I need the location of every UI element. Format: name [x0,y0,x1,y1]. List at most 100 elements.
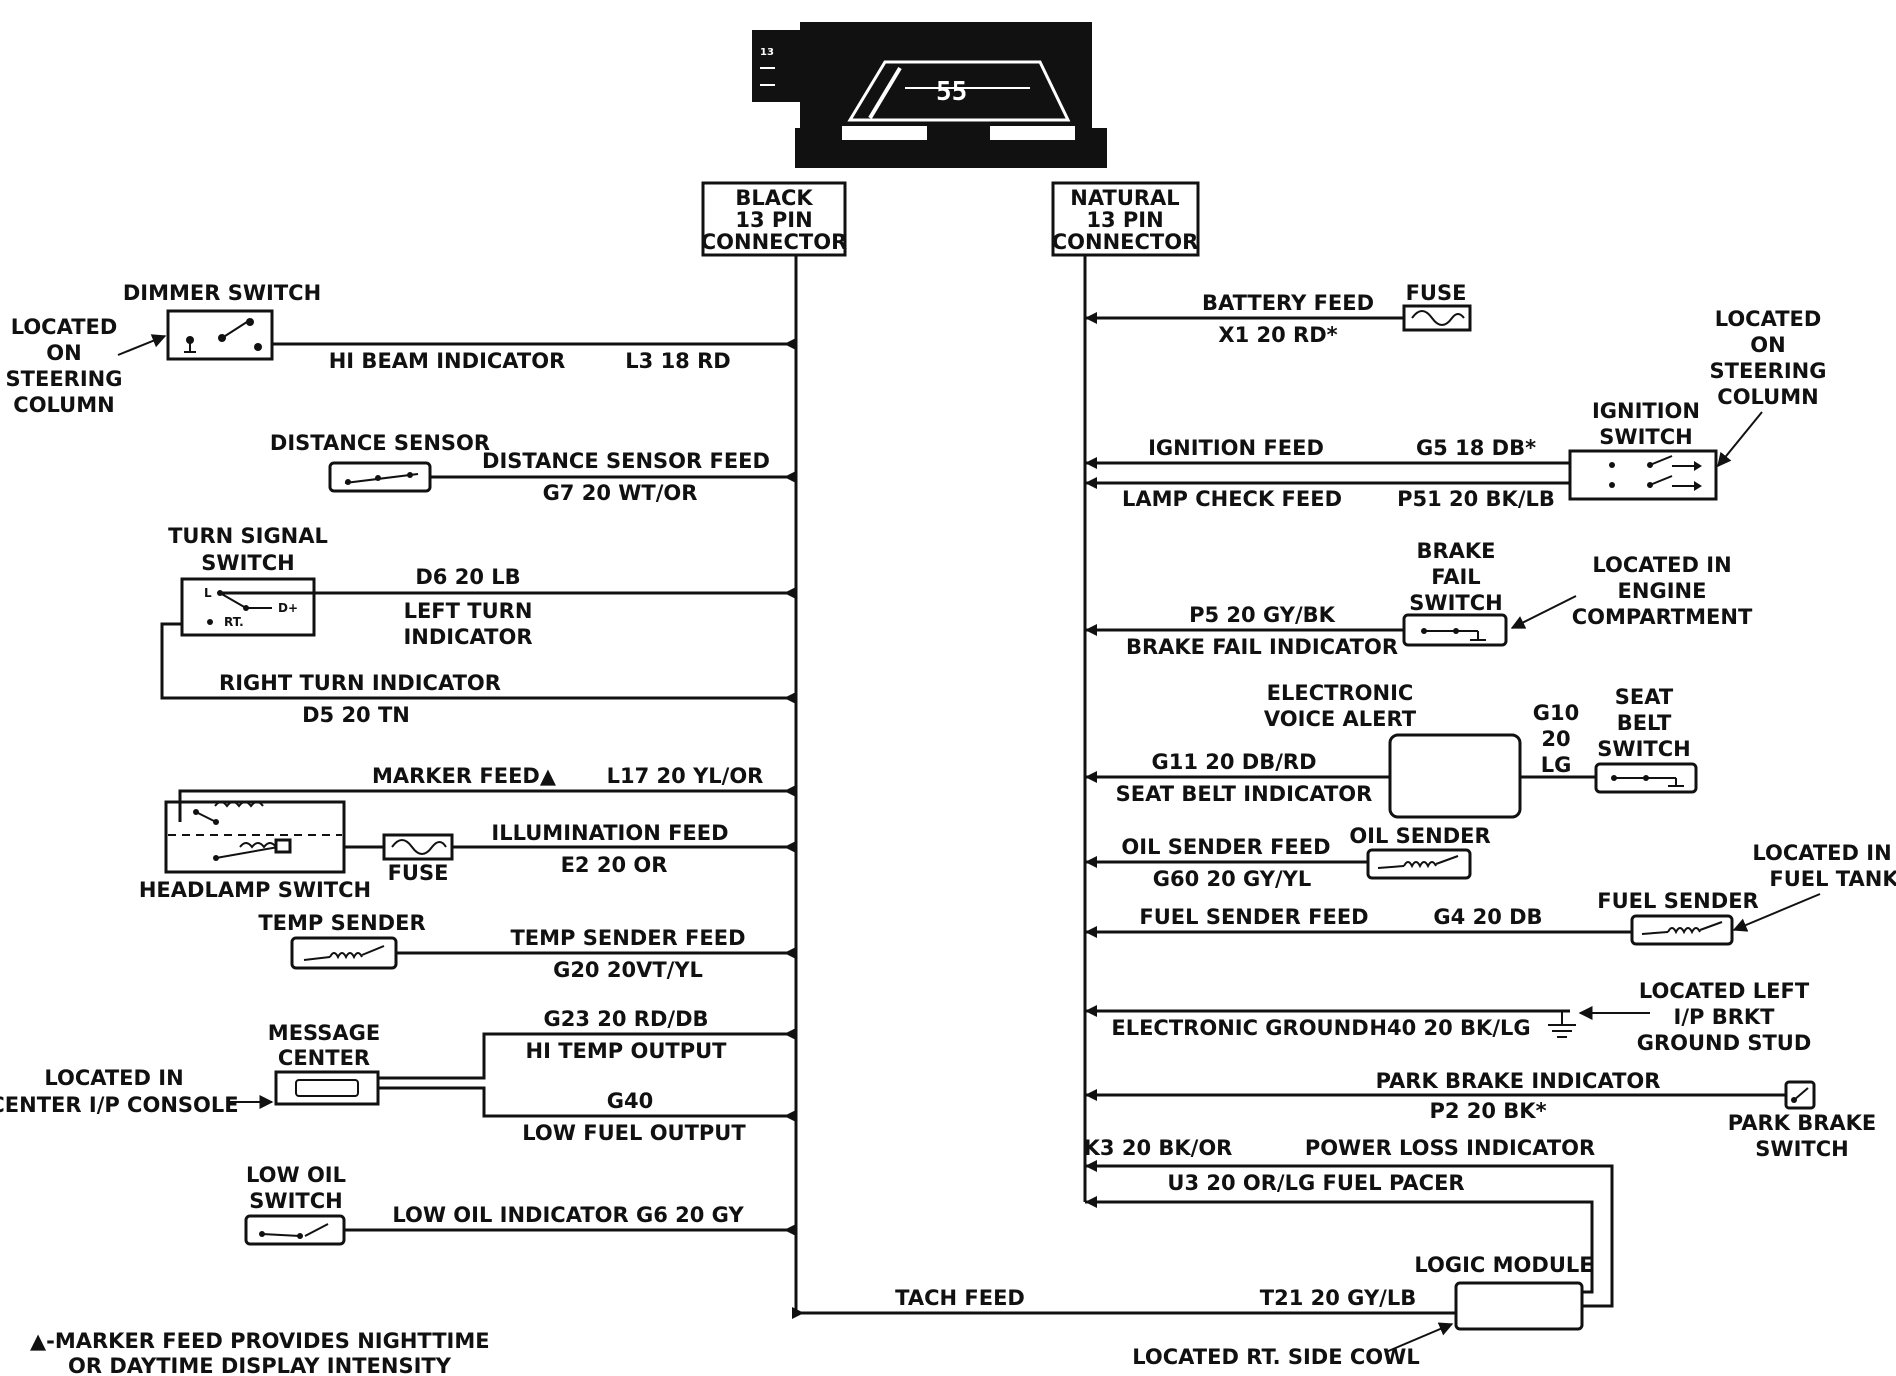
hi-beam-wire-code: L3 18 RD [625,349,730,373]
tach-feed-label: TACH FEED [895,1286,1025,1310]
ignition-feed-wire-code: G5 18 DB* [1416,436,1536,460]
ignition-switch-title-2: SWITCH [1599,425,1692,449]
steering-location-2: ON [1750,333,1785,357]
k3-wire-code: K3 20 BK/OR [1084,1136,1233,1160]
cluster-speed-readout: 55 [936,77,967,107]
logic-module [1454,1281,1584,1331]
ground-wire-code: H40 20 BK/LG [1369,1016,1530,1040]
svg-text:L: L [204,586,212,600]
temp-sender [290,936,398,970]
seat-wire-vert-3: LG [1541,753,1572,777]
power-loss-wire [1085,1164,1614,1308]
svg-text:13 PIN: 13 PIN [735,208,812,232]
message-center-title-1: MESSAGE [268,1021,380,1045]
hi-temp-wire [378,1032,796,1080]
illumination-fuse-label: FUSE [388,861,449,885]
svg-text:NATURAL: NATURAL [1070,186,1179,210]
footnote-line-2: OR DAYTIME DISPLAY INTENSITY [68,1354,452,1376]
right-turn-wire-code: D5 20 TN [302,703,410,727]
temp-sender-title: TEMP SENDER [258,911,425,935]
ground-label: ELECTRONIC GROUND [1111,1016,1368,1040]
lamp-check-label: LAMP CHECK FEED [1122,487,1342,511]
seat-belt-switch-title-3: SWITCH [1597,737,1690,761]
ground-location-3: GROUND STUD [1637,1031,1812,1055]
low-fuel-wire [378,1086,796,1118]
oil-feed-label: OIL SENDER FEED [1121,835,1330,859]
battery-feed-label: BATTERY FEED [1202,291,1374,315]
low-oil-title-1: LOW OIL [246,1163,346,1187]
left-turn-label-1: LEFT TURN [404,599,533,623]
voice-alert-title-2: VOICE ALERT [1264,707,1417,731]
illumination-fuse [382,833,454,861]
fuel-sender-title: FUEL SENDER [1597,889,1758,913]
fuel-feed-wire-code: G4 20 DB [1433,905,1542,929]
fuel-feed-label: FUEL SENDER FEED [1139,905,1368,929]
steering-location-4: COLUMN [1717,385,1818,409]
park-brake-title-2: SWITCH [1755,1137,1848,1161]
svg-text:DIMMER SWITCH: DIMMER SWITCH [123,281,321,305]
logic-module-location: LOCATED RT. SIDE COWL [1132,1345,1419,1369]
oil-sender [1366,848,1472,880]
marker-feed-wire [178,789,796,822]
headlamp-switch [164,800,346,874]
hi-temp-wire-code: G23 20 RD/DB [543,1007,708,1031]
svg-text:BLACK: BLACK [735,186,813,210]
left-turn-label-2: INDICATOR [403,625,532,649]
message-center-title-2: CENTER [278,1046,370,1070]
svg-text:CONNECTOR: CONNECTOR [1052,230,1199,254]
footnote-line-1: ▲-MARKER FEED PROVIDES NIGHTTIME [30,1329,490,1353]
illumination-wire-code: E2 20 OR [561,853,668,877]
low-oil-label: LOW OIL INDICATOR G6 20 GY [392,1203,744,1227]
distance-sensor-title: DISTANCE SENSOR [270,431,490,455]
seat-belt-switch [1594,762,1698,794]
fuel-location-1: LOCATED IN [1752,841,1891,865]
steering-location-1: LOCATED [1715,307,1822,331]
temp-feed-label: TEMP SENDER FEED [510,926,745,950]
dimmer-switch: DIMMER SWITCH [123,281,321,361]
battery-fuse-label: FUSE [1406,281,1467,305]
ignition-switch-title-1: IGNITION [1592,399,1700,423]
engine-location-3: COMPARTMENT [1572,605,1753,629]
distance-sensor [328,461,432,493]
illumination-label: ILLUMINATION FEED [491,821,728,845]
power-loss-label: POWER LOSS INDICATOR [1305,1136,1595,1160]
low-fuel-wire-code: G40 [607,1089,653,1113]
oil-sender-title: OIL SENDER [1349,824,1490,848]
ignition-switch [1568,449,1718,501]
svg-text:D+: D+ [278,601,298,615]
park-brake-wire-code: P2 20 BK* [1429,1099,1546,1123]
fuel-pacer-label: U3 20 OR/LG FUEL PACER [1167,1171,1464,1195]
headlamp-switch-title: HEADLAMP SWITCH [139,878,371,902]
seat-belt-label: SEAT BELT INDICATOR [1116,782,1373,806]
left-turn-wire-code: D6 20 LB [415,565,520,589]
turn-signal-title-2: SWITCH [201,551,294,575]
svg-text:LOCATED: LOCATED [11,315,118,339]
seat-wire-vert-2: 20 [1541,727,1570,751]
engine-location-1: LOCATED IN [1592,553,1731,577]
cluster-mark-top: 13 [760,47,774,58]
temp-feed-wire-code: G20 20VT/YL [553,958,703,982]
voice-alert-module [1388,733,1522,819]
seat-belt-wire-code: G11 20 DB/RD [1151,750,1316,774]
marker-feed-wire-code: L17 20 YL/OR [607,764,764,788]
brake-fail-wire-code: P5 20 GY/BK [1189,603,1336,627]
distance-feed-label: DISTANCE SENSOR FEED [482,449,770,473]
logic-module-title: LOGIC MODULE [1414,1253,1593,1277]
svg-text:COLUMN: COLUMN [13,393,114,417]
message-location-1: LOCATED IN [44,1066,183,1090]
park-brake-switch [1784,1080,1816,1110]
right-turn-wire [160,622,796,700]
svg-text:STEERING: STEERING [6,367,123,391]
park-brake-title-1: PARK BRAKE [1728,1111,1877,1135]
message-center [274,1070,380,1106]
fuel-sender [1630,914,1734,946]
instrument-cluster: 55 13 [752,22,1107,168]
brake-fail-title-1: BRAKE [1416,539,1495,563]
oil-feed-wire-code: G60 20 GY/YL [1153,867,1312,891]
ground-symbol-icon [1548,1011,1576,1038]
ground-location-2: I/P BRKT [1674,1005,1776,1029]
hi-temp-label: HI TEMP OUTPUT [526,1039,728,1063]
brake-fail-label: BRAKE FAIL INDICATOR [1126,635,1398,659]
low-oil-switch [244,1214,346,1246]
